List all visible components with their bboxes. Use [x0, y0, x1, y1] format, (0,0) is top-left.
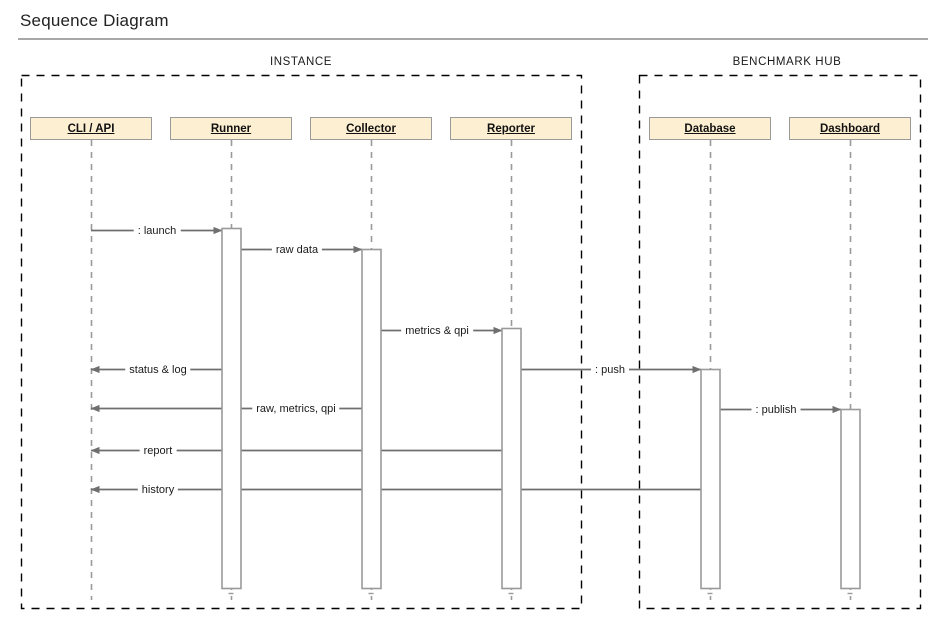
activation-bar-dashboard[interactable] — [840, 408, 861, 590]
participant-label-collector: Collector — [346, 122, 396, 135]
participant-cli[interactable]: CLI / API — [30, 117, 152, 140]
message-label-m5: : push — [591, 364, 629, 376]
participant-dashboard[interactable]: Dashboard — [789, 117, 911, 140]
activation-bars-layer — [221, 227, 861, 595]
participant-label-cli: CLI / API — [67, 122, 115, 135]
message-label-m1: : launch — [133, 225, 181, 237]
group-frames-layer — [20, 74, 922, 610]
participant-label-reporter: Reporter — [487, 122, 535, 135]
group-frame-instance — [20, 74, 583, 610]
title-divider — [18, 38, 928, 40]
participant-reporter[interactable]: Reporter — [450, 117, 572, 140]
participant-runner[interactable]: Runner — [170, 117, 292, 140]
page-title: Sequence Diagram — [20, 11, 169, 30]
activation-bar-runner[interactable] — [221, 227, 242, 590]
group-label-instance: INSTANCE — [269, 56, 333, 68]
activation-bar-database[interactable] — [700, 368, 721, 590]
group-label-benchmark: BENCHMARK HUB — [732, 56, 842, 68]
message-label-m7: : publish — [751, 404, 801, 416]
participant-label-dashboard: Dashboard — [819, 122, 881, 135]
message-label-m6: raw, metrics, qpi — [252, 403, 340, 415]
activation-bar-collector[interactable] — [361, 248, 382, 590]
message-label-m3: metrics & qpi — [401, 325, 473, 337]
participant-collector[interactable]: Collector — [310, 117, 432, 140]
messages-layer — [90, 226, 842, 494]
group-frame-benchmark — [638, 74, 922, 610]
message-label-m4: status & log — [125, 364, 191, 376]
participant-label-database: Database — [684, 122, 736, 135]
activation-bar-reporter[interactable] — [501, 327, 522, 590]
message-label-m2: raw data — [271, 244, 323, 256]
message-label-m9: history — [137, 484, 179, 496]
participant-label-runner: Runner — [210, 122, 252, 135]
message-label-m8: report — [139, 445, 177, 457]
participant-database[interactable]: Database — [649, 117, 771, 140]
